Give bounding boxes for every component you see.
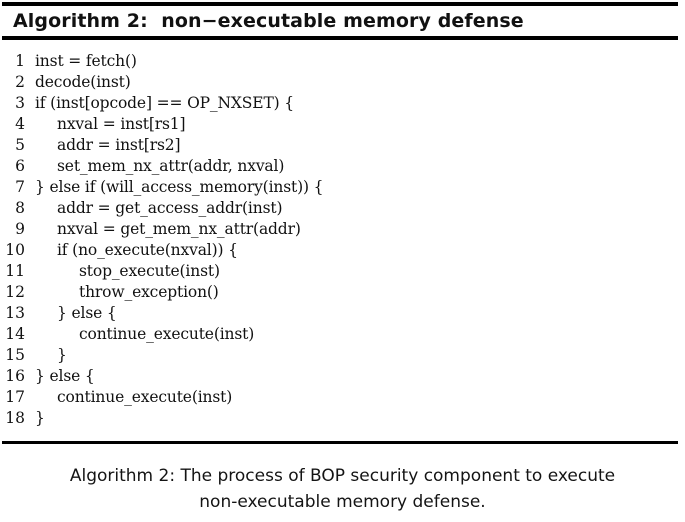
code-line-number: 1 — [15, 52, 25, 70]
code-line-number: 2 — [15, 73, 25, 91]
code-line-number: 8 — [15, 199, 25, 217]
code-line: 5 addr = inst[rs2] — [2, 135, 678, 156]
code-line-text: } else if (will_access_memory(inst)) { — [35, 178, 324, 196]
code-line-text: if (no_execute(nxval)) { — [57, 241, 238, 259]
code-line-number: 5 — [15, 136, 25, 154]
code-line-text: continue_execute(inst) — [57, 388, 233, 406]
code-line-number: 18 — [5, 409, 25, 427]
algorithm-box: Algorithm 2: non−executable memory defen… — [2, 2, 678, 444]
code-line-text: set_mem_nx_attr(addr, nxval) — [57, 157, 285, 175]
code-line: 9 nxval = get_mem_nx_attr(addr) — [2, 219, 678, 240]
code-line-text: } else { — [35, 367, 95, 385]
code-line-number: 6 — [15, 157, 25, 175]
code-line: 8 addr = get_access_addr(inst) — [2, 198, 678, 219]
algorithm-code-body: 1 inst = fetch() 2 decode(inst) 3 if (inst[op… — [2, 40, 678, 441]
code-line-number: 11 — [5, 262, 25, 280]
code-line: 12 throw_exception() — [2, 282, 678, 303]
code-line-number: 4 — [15, 115, 25, 133]
code-line: 6 set_mem_nx_attr(addr, nxval) — [2, 156, 678, 177]
code-line-text: continue_execute(inst) — [79, 325, 255, 343]
code-line: 14 continue_execute(inst) — [2, 324, 678, 345]
code-line-text: } else { — [57, 304, 117, 322]
code-line: 18} — [2, 408, 678, 429]
code-line-number: 16 — [5, 367, 25, 385]
code-line: 13 } else { — [2, 303, 678, 324]
code-line-text: nxval = get_mem_nx_attr(addr) — [57, 220, 301, 238]
code-line-text: throw_exception() — [79, 283, 219, 301]
code-line: 7 } else if (will_access_memory(inst)) { — [2, 177, 678, 198]
code-line: 15} — [2, 345, 678, 366]
code-line: 3 if (inst[opcode] == OP_NXSET) { — [2, 93, 678, 114]
code-line-number: 7 — [15, 178, 25, 196]
code-line-text: decode(inst) — [35, 73, 131, 91]
code-line-text: stop_execute(inst) — [79, 262, 220, 280]
code-line: 11 stop_execute(inst) — [2, 261, 678, 282]
code-line: 10 if (no_execute(nxval)) { — [2, 240, 678, 261]
algorithm-title: Algorithm 2: non−executable memory defen… — [13, 10, 524, 32]
code-line: 17 continue_execute(inst) — [2, 387, 678, 408]
code-line: 16 } else { — [2, 366, 678, 387]
code-line-number: 9 — [15, 220, 25, 238]
code-line-number: 13 — [5, 304, 25, 322]
algorithm-bottom-rule — [2, 441, 678, 444]
code-line: 4 nxval = inst[rs1] — [2, 114, 678, 135]
code-line-text: if (inst[opcode] == OP_NXSET) { — [35, 94, 295, 112]
code-line-text: inst = fetch() — [35, 52, 137, 70]
code-line-text: addr = inst[rs2] — [57, 136, 181, 154]
code-line-number: 3 — [15, 94, 25, 112]
figure-caption: Algorithm 2: The process of BOP security… — [0, 463, 685, 515]
code-line-number: 14 — [5, 325, 25, 343]
caption-line-2: non-executable memory defense. — [199, 492, 486, 512]
caption-line-1: Algorithm 2: The process of BOP security… — [69, 466, 616, 486]
code-line-number: 17 — [5, 388, 25, 406]
code-line-text: nxval = inst[rs1] — [57, 115, 186, 133]
code-line-number: 10 — [5, 241, 25, 259]
code-line: 1 inst = fetch() — [2, 51, 678, 72]
code-line-text: } — [57, 346, 67, 364]
code-line-number: 12 — [5, 283, 25, 301]
code-line-text: addr = get_access_addr(inst) — [57, 199, 283, 217]
algorithm-title-rule — [2, 36, 678, 40]
algorithm-top-rule — [2, 2, 678, 6]
code-line: 2 decode(inst) — [2, 72, 678, 93]
code-line-text: } — [35, 409, 45, 427]
code-line-number: 15 — [5, 346, 25, 364]
